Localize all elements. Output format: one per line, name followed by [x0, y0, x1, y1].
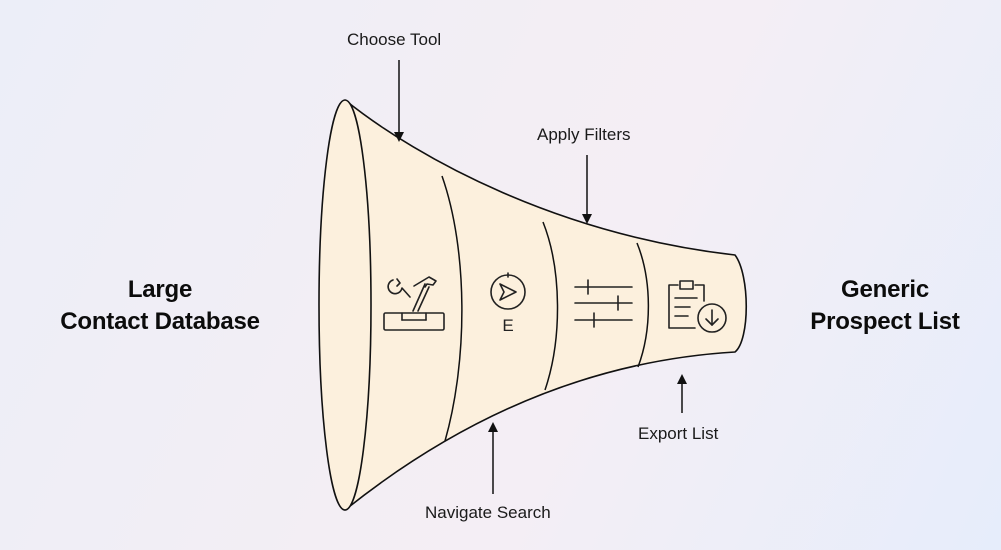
result-label-line-1: Generic	[841, 276, 929, 303]
compass-letter: E	[502, 316, 513, 335]
funnel-mouth	[318, 99, 372, 511]
step-label-choose-tool: Choose Tool	[347, 30, 442, 49]
result-label: Generic Prospect List	[770, 274, 1000, 338]
sliders-icon	[574, 279, 633, 328]
choose-tool-arrow	[394, 60, 404, 142]
toolbox-icon	[383, 276, 445, 331]
section-divider-3	[636, 242, 650, 368]
section-divider-2	[542, 221, 559, 391]
result-label-line-2: Prospect List	[810, 308, 960, 335]
funnel-body	[344, 99, 747, 511]
source-label: Large Contact Database	[30, 274, 290, 338]
source-label-line-1: Large	[127, 276, 193, 303]
apply-filters-arrow	[582, 155, 592, 224]
source-label-line-2: Contact Database	[60, 308, 260, 335]
step-label-apply-filters: Apply Filters	[537, 125, 631, 144]
section-divider-1	[441, 175, 463, 442]
compass-icon	[490, 272, 526, 310]
navigate-search-arrow	[488, 422, 498, 494]
step-label-navigate-search: Navigate Search	[425, 503, 551, 522]
clipboard-download-icon	[668, 280, 727, 333]
export-list-arrow	[677, 374, 687, 413]
step-label-export-list: Export List	[638, 424, 719, 443]
